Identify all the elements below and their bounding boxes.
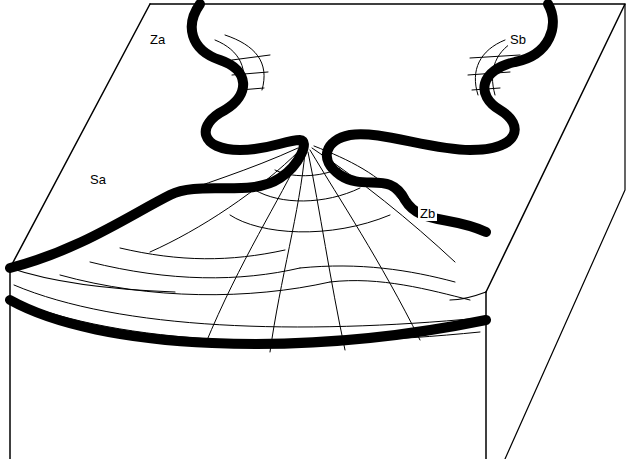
fold-label: Sa — [88, 172, 108, 187]
fold-label: Za — [148, 32, 167, 47]
fold-label: Sb — [508, 32, 528, 47]
fold-label: Zb — [418, 206, 437, 221]
